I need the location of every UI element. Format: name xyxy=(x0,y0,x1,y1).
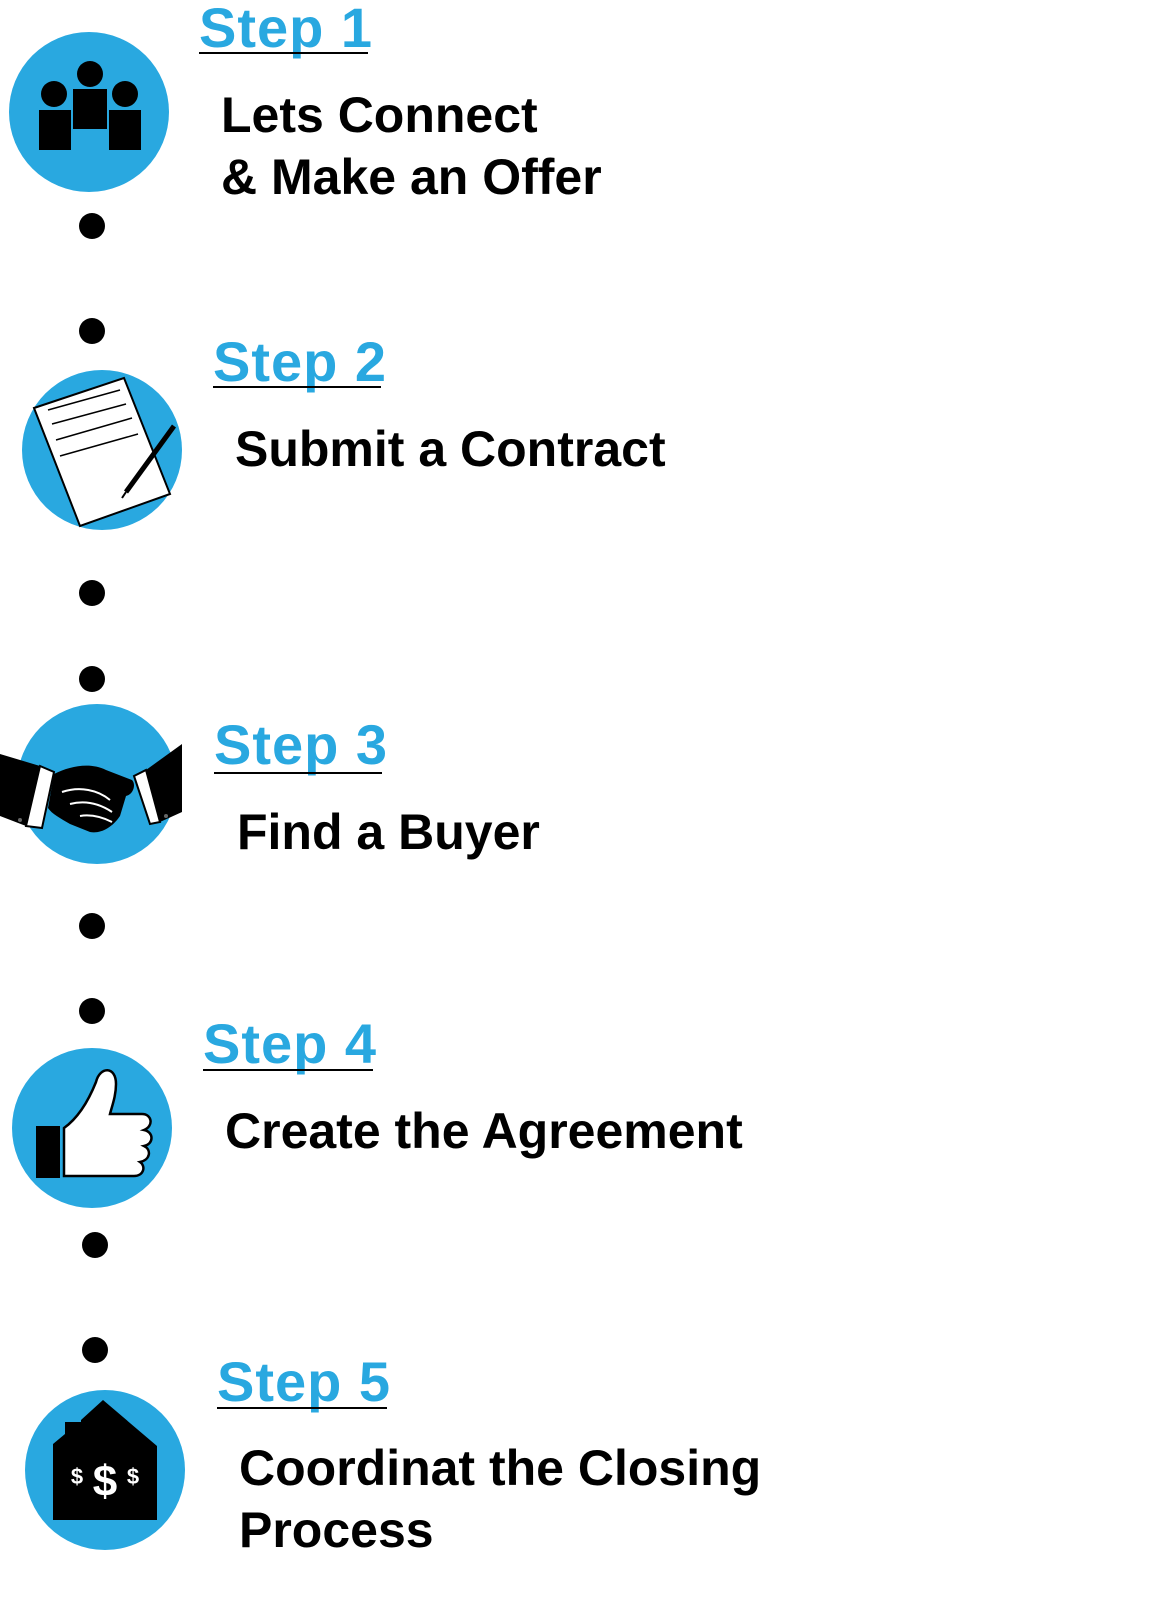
connector-dot xyxy=(79,213,105,239)
connector-dot xyxy=(82,1337,108,1363)
handshake-icon xyxy=(0,744,182,833)
step-3-underline xyxy=(214,772,382,774)
step-4-underline xyxy=(203,1069,373,1071)
connector-dot xyxy=(79,318,105,344)
connector-dot xyxy=(82,1232,108,1258)
step-2-underline xyxy=(213,386,381,388)
house-dollar-icon: $ $ $ xyxy=(53,1400,157,1520)
step-2-text: Submit a Contract xyxy=(235,421,666,477)
step-1-underline xyxy=(199,52,368,54)
house-dollar-left: $ xyxy=(71,1464,83,1489)
contract-icon xyxy=(32,376,177,528)
step-5-text: Coordinat the Closing Process xyxy=(239,1440,762,1558)
step-2-label: Step 2 xyxy=(213,330,388,393)
step-1-text: Lets Connect & Make an Offer xyxy=(221,87,602,205)
house-dollar-right: $ xyxy=(127,1464,139,1489)
step-3-icon-circle xyxy=(0,704,182,864)
connector-dot xyxy=(79,998,105,1024)
step-2-icon-circle xyxy=(22,370,182,530)
house-dollar-center: $ xyxy=(93,1457,117,1506)
thumbs-up-icon xyxy=(36,1069,153,1178)
people-icon xyxy=(39,61,141,150)
connector-dot xyxy=(79,580,105,606)
step-5-underline xyxy=(217,1407,387,1409)
connector-dot xyxy=(79,666,105,692)
step-5-icon-circle: $ $ $ xyxy=(25,1390,185,1550)
connector-dot xyxy=(79,913,105,939)
step-4-icon-circle xyxy=(12,1048,172,1208)
step-4-label: Step 4 xyxy=(203,1012,378,1075)
step-3-text: Find a Buyer xyxy=(237,804,540,860)
step-4-text: Create the Agreement xyxy=(225,1103,743,1159)
step-5-label: Step 5 xyxy=(217,1350,392,1413)
step-1-label: Step 1 xyxy=(199,0,374,59)
step-3-label: Step 3 xyxy=(214,713,389,776)
step-1-icon-circle xyxy=(9,32,169,192)
